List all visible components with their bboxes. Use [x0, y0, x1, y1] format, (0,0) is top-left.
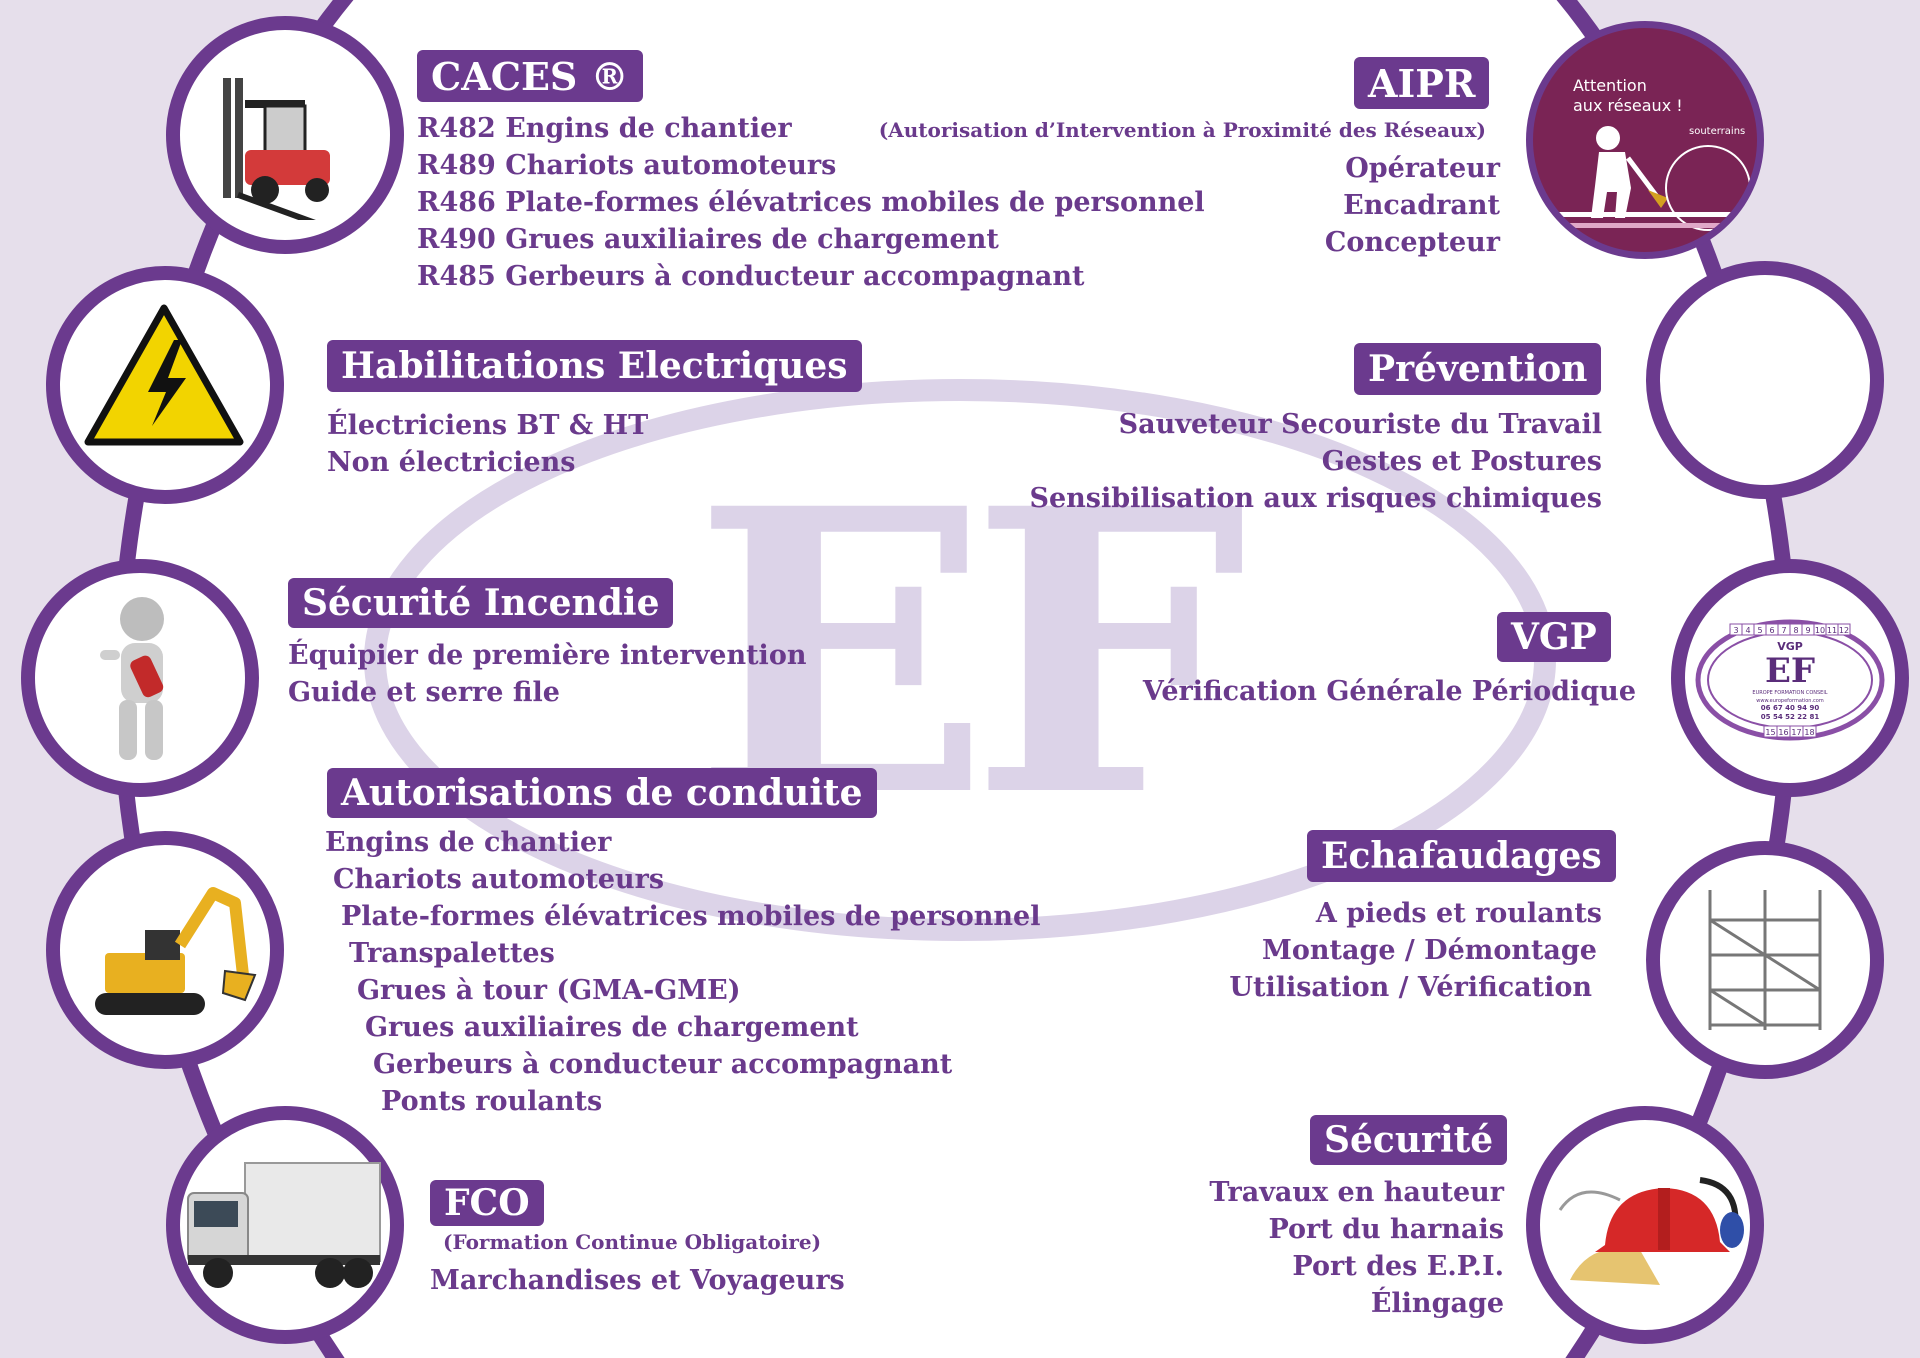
- aipr-list: Opérateur Encadrant Concepteur: [1325, 150, 1500, 261]
- securite-item: Port des E.P.I.: [1292, 1251, 1504, 1282]
- network-worker-icon: Attention aux réseaux ! souterrains: [1553, 76, 1751, 231]
- aipr-subtitle: (Autorisation d’Intervention à Proximité…: [878, 118, 1486, 142]
- vgp-item: Vérification Générale Périodique: [1142, 676, 1636, 707]
- echafaudages-item: Utilisation / Vérification: [1229, 972, 1592, 1003]
- conduite-item: Plate-formes élévatrices mobiles de pers…: [341, 901, 1041, 932]
- vgp-stamp-number: 10: [1815, 626, 1825, 635]
- vgp-stamp-number: 4: [1745, 626, 1750, 635]
- prevention-item: Gestes et Postures: [1321, 446, 1602, 477]
- habilitations-item: Électriciens BT & HT: [327, 410, 649, 441]
- vgp-stamp-number: 11: [1827, 626, 1837, 635]
- securite-title: Sécurité: [1310, 1115, 1508, 1165]
- echafaudages-title: Echafaudages: [1307, 830, 1616, 882]
- conduite-item: Transpalettes: [349, 938, 555, 969]
- fco-subtitle: (Formation Continue Obligatoire): [443, 1230, 822, 1254]
- vgp-stamp-number: 6: [1769, 626, 1774, 635]
- fco-item: Marchandises et Voyageurs: [430, 1265, 845, 1296]
- forklift-icon: [223, 78, 352, 220]
- high-voltage-warning-icon: [84, 304, 244, 446]
- aipr-item: Encadrant: [1343, 190, 1500, 221]
- vgp-stamp-logo: EF: [1765, 651, 1815, 691]
- incendie-list: Équipier de première intervention Guide …: [288, 637, 806, 711]
- incendie-item: Équipier de première intervention: [288, 640, 807, 671]
- vgp-stamp-number: 8: [1793, 626, 1798, 635]
- excavator-icon: [95, 887, 257, 1015]
- vgp-stamp-cell: [1837, 623, 1851, 636]
- caces-item: R486 Plate-formes élévatrices mobiles de…: [417, 187, 1205, 218]
- conduite-item: Ponts roulants: [381, 1086, 603, 1117]
- vgp-stamp-number: 9: [1805, 626, 1810, 635]
- fire-extinguisher-person-icon: [100, 597, 164, 760]
- vgp-list: Vérification Générale Périodique: [1143, 673, 1636, 710]
- vgp-stamp-number: 3: [1733, 626, 1738, 635]
- vgp-stamp-number: 5: [1757, 626, 1762, 635]
- vgp-stamp-top-label: VGP: [1777, 640, 1803, 653]
- aipr-badge-line2: aux réseaux !: [1573, 96, 1683, 115]
- caces-list: R482 Engins de chantier R489 Chariots au…: [417, 110, 1205, 295]
- vgp-stamp-number: 17: [1791, 728, 1801, 737]
- vgp-stamp-company: EUROPE FORMATION CONSEIL: [1752, 690, 1827, 696]
- prevention-list: Sauveteur Secouriste du Travail Gestes e…: [1029, 406, 1602, 517]
- habilitations-list: Électriciens BT & HT Non électriciens: [327, 407, 648, 481]
- aipr-circle: Attention aux réseaux ! souterrains: [1533, 28, 1757, 252]
- conduite-item: Grues à tour (GMA-GME): [357, 975, 741, 1006]
- vgp-stamp-number: 18: [1804, 728, 1814, 737]
- aipr-item: Opérateur: [1345, 153, 1500, 184]
- conduite-list: Engins de chantier Chariots automoteurs …: [325, 824, 1040, 1120]
- habilitations-title: Habilitations Electriques: [327, 340, 862, 392]
- vgp-stamp-number: 16: [1778, 728, 1788, 737]
- vgp-stamp-number: 15: [1765, 728, 1775, 737]
- conduite-item: Chariots automoteurs: [333, 864, 665, 895]
- scaffolding-icon: [1708, 890, 1822, 1030]
- vgp-stamp-web: www.europeformation.com: [1756, 698, 1824, 704]
- caces-item: R482 Engins de chantier: [417, 113, 792, 144]
- truck-icon: [187, 1162, 381, 1288]
- caces-item: R489 Chariots automoteurs: [417, 150, 837, 181]
- incendie-item: Guide et serre file: [288, 677, 560, 708]
- vgp-stamp-number: 7: [1781, 626, 1786, 635]
- conduite-title: Autorisations de conduite: [327, 768, 877, 818]
- echafaudages-item: Montage / Démontage: [1261, 935, 1597, 966]
- echafaudages-item: A pieds et roulants: [1315, 898, 1602, 929]
- conduite-item: Gerbeurs à conducteur accompagnant: [373, 1049, 953, 1080]
- fco-title: FCO: [430, 1180, 544, 1226]
- aipr-title: AIPR: [1354, 57, 1490, 109]
- securite-item: Travaux en hauteur: [1209, 1177, 1504, 1208]
- vgp-stamp-cell: [1802, 725, 1817, 738]
- caces-title: CACES ®: [417, 50, 643, 102]
- aipr-badge-line1: Attention: [1573, 76, 1647, 95]
- caces-item: R485 Gerbeurs à conducteur accompagnant: [417, 261, 1085, 292]
- aipr-item: Concepteur: [1324, 227, 1500, 258]
- caces-item: R490 Grues auxiliaires de chargement: [417, 224, 999, 255]
- aipr-badge-label: souterrains: [1689, 126, 1745, 137]
- vgp-stamp-phone1: 06 67 40 94 90: [1761, 704, 1820, 712]
- vgp-stamp-icon: VGP EF EUROPE FORMATION CONSEIL www.euro…: [1695, 619, 1885, 741]
- vgp-title: VGP: [1497, 612, 1611, 662]
- vgp-stamp-phone2: 05 54 52 22 81: [1761, 713, 1820, 721]
- vgp-stamp-number: 12: [1839, 626, 1849, 635]
- securite-item: Port du harnais: [1268, 1214, 1504, 1245]
- prevention-title: Prévention: [1354, 343, 1602, 395]
- fco-list: Marchandises et Voyageurs: [430, 1262, 845, 1299]
- securite-list: Travaux en hauteur Port du harnais Port …: [1209, 1174, 1504, 1322]
- safety-helmet-icon: [1558, 1177, 1744, 1285]
- blank-circle: [1660, 275, 1870, 485]
- prevention-item: Sauveteur Secouriste du Travail: [1118, 409, 1602, 440]
- securite-item: Élingage: [1370, 1288, 1504, 1319]
- conduite-item: Engins de chantier: [325, 827, 612, 858]
- habilitations-item: Non électriciens: [327, 447, 576, 478]
- prevention-item: Sensibilisation aux risques chimiques: [1029, 483, 1602, 514]
- echafaudages-list: A pieds et roulants Montage / Démontage …: [1229, 895, 1602, 1006]
- conduite-item: Grues auxiliaires de chargement: [365, 1012, 859, 1043]
- incendie-title: Sécurité Incendie: [288, 578, 674, 628]
